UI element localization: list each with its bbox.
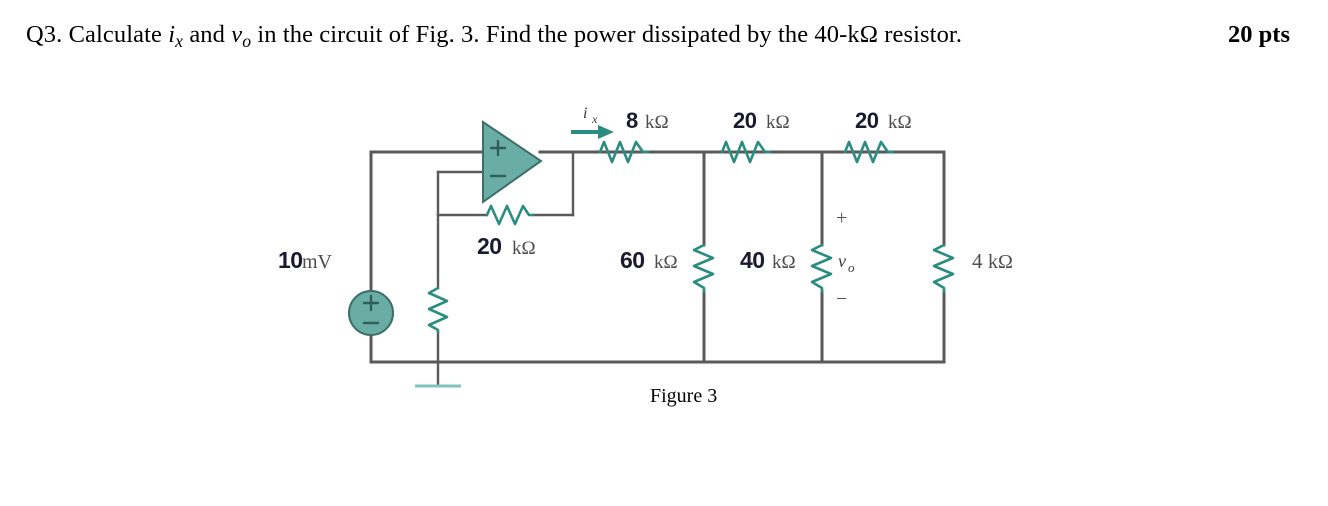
label-rfeedback-value: 20 [477,233,502,259]
question-mid1: and [183,21,232,48]
label-vo-minus: − [836,288,847,310]
current-arrow-ix [571,125,614,139]
question-current-symbol: i [168,21,176,48]
question-voltage-subscript: o [242,30,252,51]
resistor-feedback-20k-symbol [485,204,535,226]
label-r20ka-unit: kΩ [766,112,790,133]
question-header: Q3. Calculate ix and vo in the circuit o… [0,18,1328,58]
label-r40k-unit: kΩ [772,252,796,273]
question-current-subscript: x [175,30,184,51]
label-r8k-value: 8 [626,108,638,133]
label-r20ka-value: 20 [733,108,757,133]
points-label: 20 pts [1228,21,1290,48]
label-vo-symbol: v [838,251,846,271]
label-ix-subscript: x [591,112,598,126]
resistor-8k-symbol [598,140,650,164]
label-r4k-unit: kΩ [988,251,1013,273]
opamp-symbol [482,120,543,204]
label-r8k-unit: kΩ [645,112,669,133]
resistor-20k-a-symbol [720,140,772,164]
label-r40k-value: 40 [740,247,765,273]
label-r20kb-unit: kΩ [888,112,912,133]
circuit-figure: i x 8 kΩ 20 kΩ 20 kΩ 20 kΩ 10 mV 60 kΩ 4… [0,60,1328,506]
resistor-20k-b-symbol [843,140,895,164]
question-voltage-symbol: v [231,21,243,48]
circuit-diagram-svg: i x 8 kΩ 20 kΩ 20 kΩ 20 kΩ 10 mV 60 kΩ 4… [278,105,1013,388]
voltage-source-symbol [348,290,394,336]
question-prefix: Q3. Calculate [26,21,169,48]
resistor-4k-symbol [932,243,955,294]
label-source-value: 10 [278,247,303,273]
label-vo-plus: + [836,207,847,229]
label-r4k-value: 4 [972,249,983,273]
label-r60k-value: 60 [620,247,645,273]
label-ix-symbol: i [583,105,587,122]
question-statement: Q3. Calculate ix and vo in the circuit o… [26,18,962,58]
resistor-40k-symbol [810,243,833,294]
label-r60k-unit: kΩ [654,252,678,273]
resistor-60k-symbol [692,243,715,294]
question-mid2: in the circuit of Fig. 3. Find the power… [251,21,963,48]
label-r20kb-value: 20 [855,108,879,133]
figure-caption: Figure 3 [650,385,718,407]
label-rfeedback-unit: kΩ [512,238,536,259]
resistor-input-20k-symbol [427,286,449,334]
label-vo-subscript: o [848,260,855,275]
label-source-unit: mV [302,251,333,273]
